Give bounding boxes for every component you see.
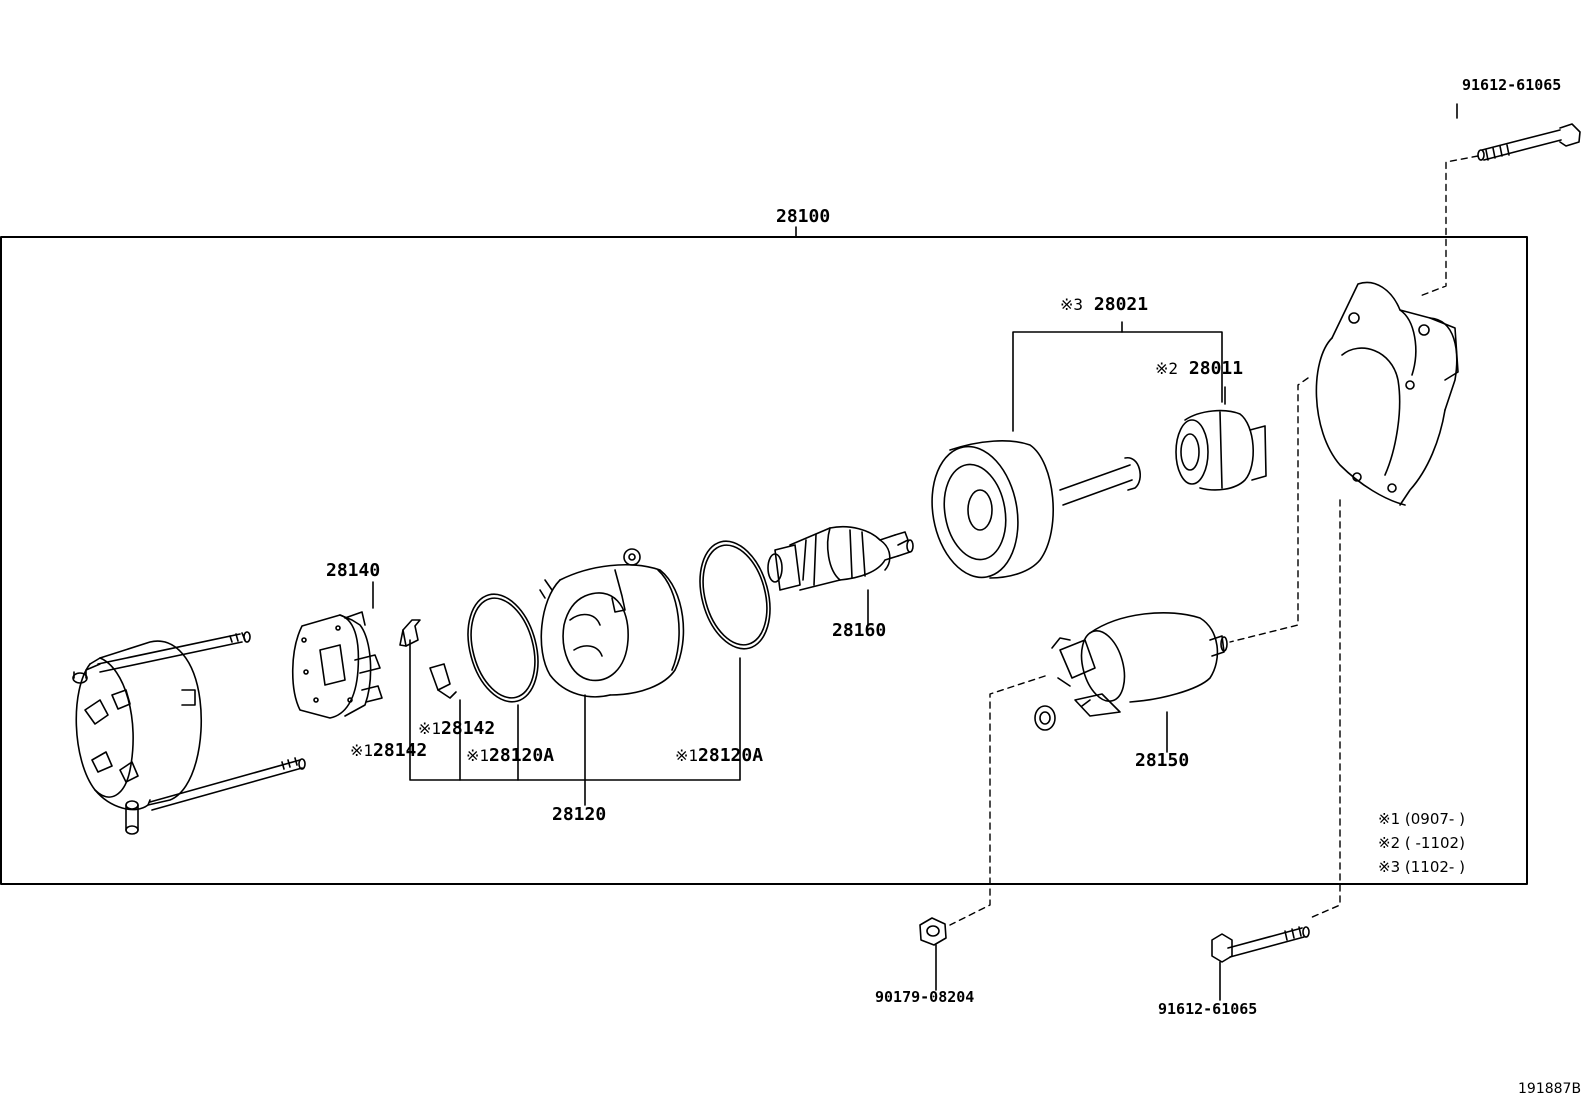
o-ring-left-part (467, 593, 539, 703)
label-starter-clutch: ※3 28021 (1060, 296, 1148, 314)
part-no-starter-clutch: 28021 (1093, 294, 1149, 315)
mark-ring-left: ※1 (466, 746, 490, 765)
revision-note-2: ※2 ( -1102) (1378, 834, 1465, 852)
label-bottom-bolt: 91612-61065 (1158, 1000, 1258, 1018)
mark-brush-a: ※1 (350, 741, 374, 760)
label-brush-holder: 28140 (326, 560, 381, 581)
mark-starter-clutch: ※3 (1060, 295, 1084, 314)
revision-notes: ※1 (0907- ) ※2 ( -1102) ※3 (1102- ) (1378, 812, 1465, 884)
revision-note-3: ※3 (1102- ) (1378, 858, 1465, 876)
label-pinion-gear: ※2 28011 (1155, 360, 1243, 378)
bolt-bottom-part (1211, 926, 1310, 963)
label-magnetic-switch: 28150 (1135, 750, 1190, 771)
drawing-code: 191887B (1518, 1081, 1582, 1097)
label-top-bolt: 91612-61065 (1462, 76, 1562, 94)
label-yoke: 28120 (552, 804, 607, 825)
brush-clip-part-a (399, 619, 421, 647)
revision-note-1: ※1 (0907- ) (1378, 810, 1465, 828)
label-assembly: 28100 (776, 206, 831, 227)
drive-housing-part (1315, 281, 1459, 506)
label-armature: 28160 (832, 620, 887, 641)
nut-part (919, 917, 947, 946)
bolt-top-part (1477, 123, 1581, 161)
rear-end-frame-part (72, 631, 306, 835)
label-brush-a: ※128142 (350, 742, 427, 760)
part-no-brush-a: 28142 (373, 740, 428, 761)
part-no-ring-left: 28120A (489, 745, 555, 766)
part-no-ring-right: 28120A (698, 745, 764, 766)
label-ring-right: ※128120A (675, 747, 763, 765)
armature-part (767, 525, 914, 591)
starter-clutch-part (931, 440, 1141, 579)
o-ring-right-part (699, 540, 771, 650)
mark-brush-b: ※1 (418, 719, 442, 738)
yoke-part (539, 548, 685, 698)
assembly-frame (0, 236, 1528, 885)
label-brush-b: ※128142 (418, 720, 495, 738)
label-nut: 90179-08204 (875, 988, 975, 1006)
label-ring-left: ※128120A (466, 747, 554, 765)
dashed-connection-lines (949, 155, 1479, 926)
part-no-pinion-gear: 28011 (1188, 358, 1244, 379)
mark-pinion-gear: ※2 (1155, 359, 1179, 378)
magnetic-switch-part (1034, 611, 1228, 731)
mark-ring-right: ※1 (675, 746, 699, 765)
part-no-brush-b: 28142 (441, 718, 496, 739)
brush-clip-part-b (429, 663, 457, 699)
pinion-gear-part (1175, 409, 1267, 491)
brush-holder-part (291, 611, 383, 719)
leader-lines (372, 103, 1458, 1001)
